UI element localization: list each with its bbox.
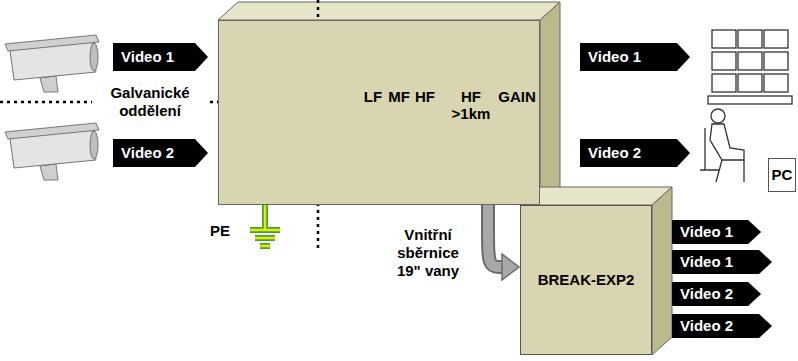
signal-arrow: Video 1 xyxy=(672,220,761,244)
signal-name: Video 2 xyxy=(580,144,641,161)
signal-arrow: Video 1 xyxy=(580,43,690,71)
ground-symbol xyxy=(250,205,280,246)
signal-arrow: Video 2 xyxy=(580,139,690,167)
signal-arrow: Video 2 xyxy=(672,314,772,338)
signal-arrow: Video 1 xyxy=(672,250,772,274)
isolation-label: Galvanické oddělení xyxy=(92,84,208,120)
camera-icon xyxy=(5,35,99,92)
pc-box: PC xyxy=(768,158,796,192)
box-title: BREAK-EXP2 xyxy=(538,271,635,288)
signal-name: Video 1 xyxy=(113,48,174,65)
ground-label: PE xyxy=(203,222,237,240)
signal-name: Video 1 xyxy=(580,48,641,65)
isolation-module: LFMFHF HF >1kmGAIN xyxy=(218,20,540,205)
box-title: PC xyxy=(772,166,793,183)
signal-name: Video 2 xyxy=(672,285,733,302)
box-3d-faces xyxy=(218,2,672,355)
signal-name: Video 2 xyxy=(113,144,174,161)
signal-name: Video 2 xyxy=(672,317,733,334)
camera-icon xyxy=(5,123,99,180)
trimmer-label: GAIN xyxy=(492,88,542,105)
bus-arrow xyxy=(488,205,519,280)
signal-arrow: Video 2 xyxy=(672,282,761,306)
trimmer-label: LF xyxy=(358,88,388,105)
bus-label: Vnitřní sběrnice 19" vany xyxy=(384,226,472,280)
trimmer-label: MF xyxy=(384,88,414,105)
signal-arrow: Video 1 xyxy=(113,43,208,71)
trimmer-label: HF >1km xyxy=(449,88,493,123)
signal-name: Video 1 xyxy=(672,253,733,270)
signal-arrow: Video 2 xyxy=(113,139,208,167)
trimmer-label: HF xyxy=(410,88,440,105)
signal-name: Video 1 xyxy=(672,223,733,240)
expansion-module: BREAK-EXP2 xyxy=(520,205,652,355)
